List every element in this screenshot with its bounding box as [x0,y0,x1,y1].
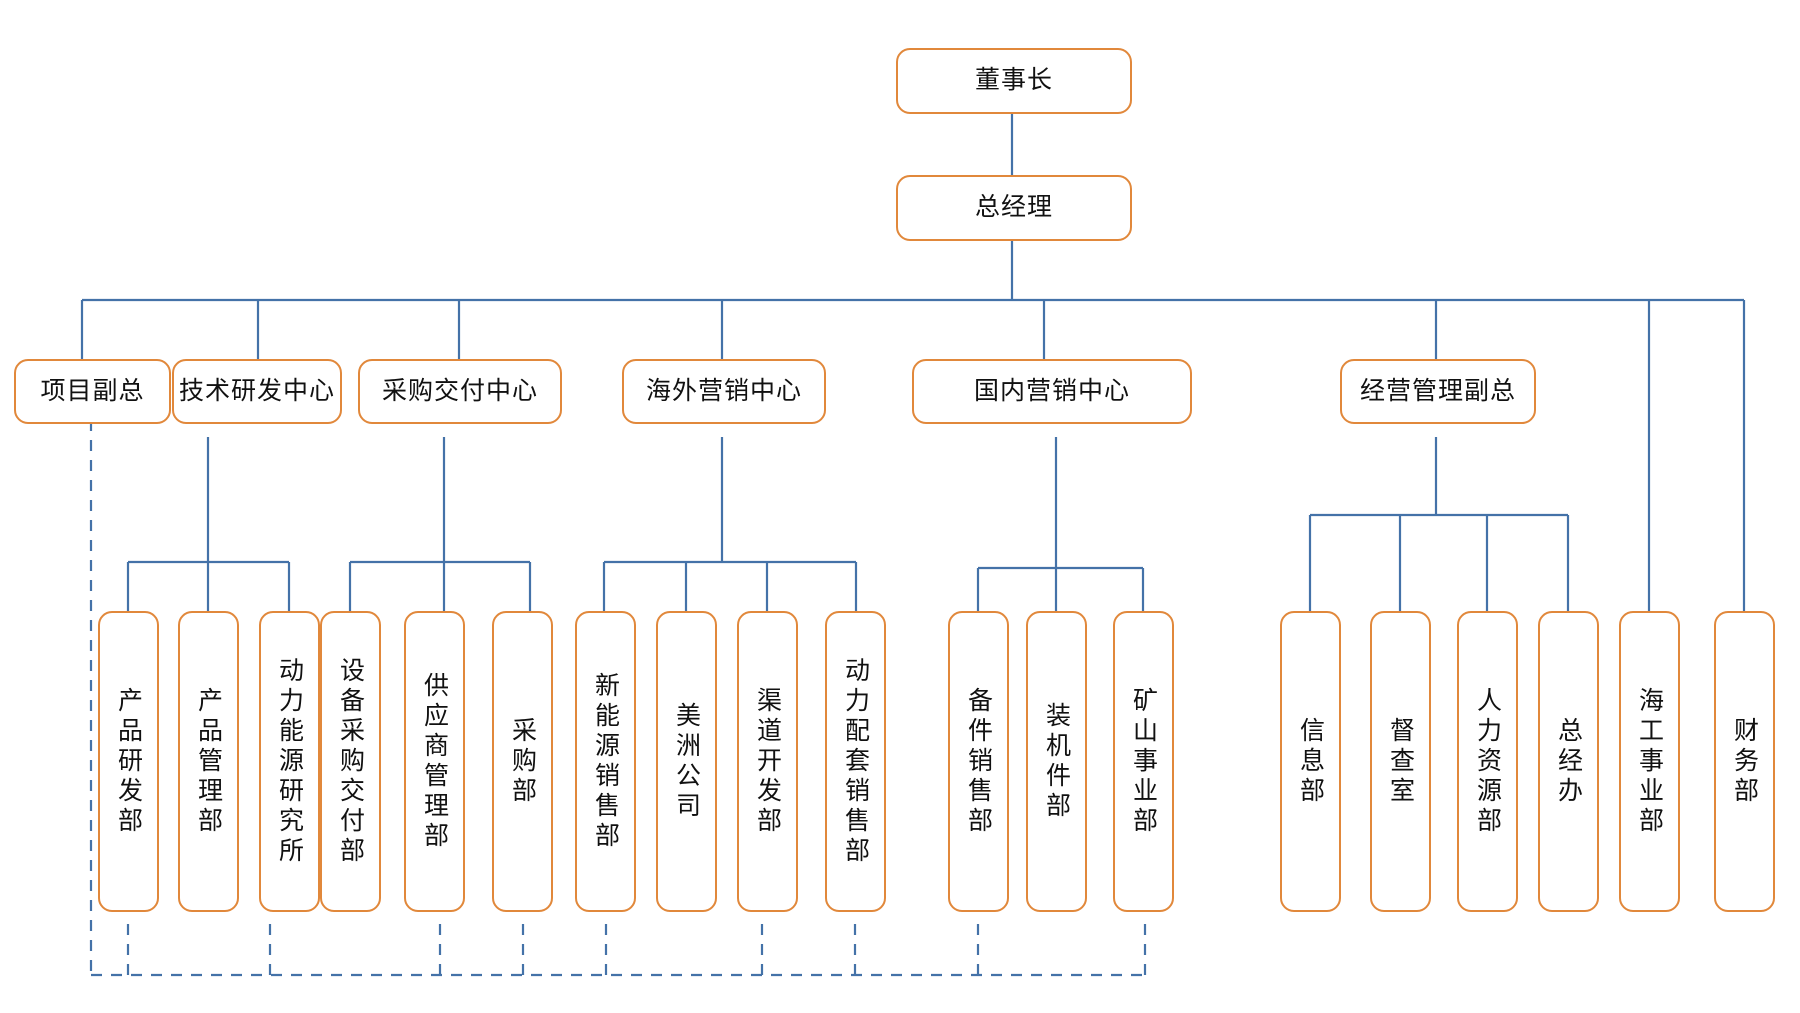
node-human-resources-dept[interactable]: 人力资源部 [1457,611,1518,912]
node-overseas-marketing-center[interactable]: 海外营销中心 [622,359,826,424]
node-americas-company-label: 美洲公司 [672,701,701,822]
node-general-manager-label: 总经理 [974,193,1053,222]
node-gm-office[interactable]: 总经办 [1538,611,1599,912]
node-equipment-purchase-delivery-dept[interactable]: 设备采购交付部 [320,611,381,912]
node-product-mgmt-dept-label: 产品管理部 [194,686,223,837]
node-supplier-mgmt-dept[interactable]: 供应商管理部 [404,611,465,912]
node-channel-dev-dept-label: 渠道开发部 [753,686,782,837]
node-machine-parts-dept[interactable]: 装机件部 [1026,611,1087,912]
node-operations-management-vp[interactable]: 经营管理副总 [1340,359,1536,424]
node-spare-parts-sales-dept[interactable]: 备件销售部 [948,611,1009,912]
node-tech-rd-center-label: 技术研发中心 [178,376,335,405]
node-project-vp-label: 项目副总 [40,376,145,405]
node-supervision-office-label: 督查室 [1386,716,1415,807]
node-human-resources-dept-label: 人力资源部 [1473,686,1502,837]
node-domestic-marketing-center[interactable]: 国内营销中心 [912,359,1192,424]
node-purchase-dept-label: 采购部 [508,716,537,807]
node-supervision-office[interactable]: 督查室 [1370,611,1431,912]
node-equipment-purchase-delivery-dept-label: 设备采购交付部 [336,656,365,867]
node-mining-business-unit-label: 矿山事业部 [1129,686,1158,837]
node-project-vp[interactable]: 项目副总 [14,359,171,424]
node-general-manager[interactable]: 总经理 [896,175,1132,241]
node-finance-dept[interactable]: 财务部 [1714,611,1775,912]
node-machine-parts-dept-label: 装机件部 [1042,701,1071,822]
node-finance-dept-label: 财务部 [1730,716,1759,807]
node-information-dept[interactable]: 信息部 [1280,611,1341,912]
node-tech-rd-center[interactable]: 技术研发中心 [172,359,342,424]
node-overseas-marketing-center-label: 海外营销中心 [645,376,802,405]
node-product-rd-dept-label: 产品研发部 [114,686,143,837]
node-spare-parts-sales-dept-label: 备件销售部 [964,686,993,837]
node-product-rd-dept[interactable]: 产品研发部 [98,611,159,912]
node-purchase-dept[interactable]: 采购部 [492,611,553,912]
node-power-supporting-sales-dept-label: 动力配套销售部 [841,656,870,867]
node-power-energy-institute-label: 动力能源研究所 [275,656,304,867]
node-new-energy-sales-dept-label: 新能源销售部 [591,671,620,852]
node-product-mgmt-dept[interactable]: 产品管理部 [178,611,239,912]
node-chairman-label: 董事长 [974,66,1053,95]
node-chairman[interactable]: 董事长 [896,48,1132,114]
node-offshore-business-unit-label: 海工事业部 [1635,686,1664,837]
node-mining-business-unit[interactable]: 矿山事业部 [1113,611,1174,912]
node-domestic-marketing-center-label: 国内营销中心 [973,376,1130,405]
node-offshore-business-unit[interactable]: 海工事业部 [1619,611,1680,912]
node-channel-dev-dept[interactable]: 渠道开发部 [737,611,798,912]
node-americas-company[interactable]: 美洲公司 [656,611,717,912]
node-information-dept-label: 信息部 [1296,716,1325,807]
node-power-energy-institute[interactable]: 动力能源研究所 [259,611,320,912]
node-purchase-delivery-center[interactable]: 采购交付中心 [358,359,562,424]
node-gm-office-label: 总经办 [1554,716,1583,807]
node-supplier-mgmt-dept-label: 供应商管理部 [420,671,449,852]
node-power-supporting-sales-dept[interactable]: 动力配套销售部 [825,611,886,912]
node-operations-management-vp-label: 经营管理副总 [1359,376,1516,405]
node-purchase-delivery-center-label: 采购交付中心 [381,376,538,405]
node-new-energy-sales-dept[interactable]: 新能源销售部 [575,611,636,912]
